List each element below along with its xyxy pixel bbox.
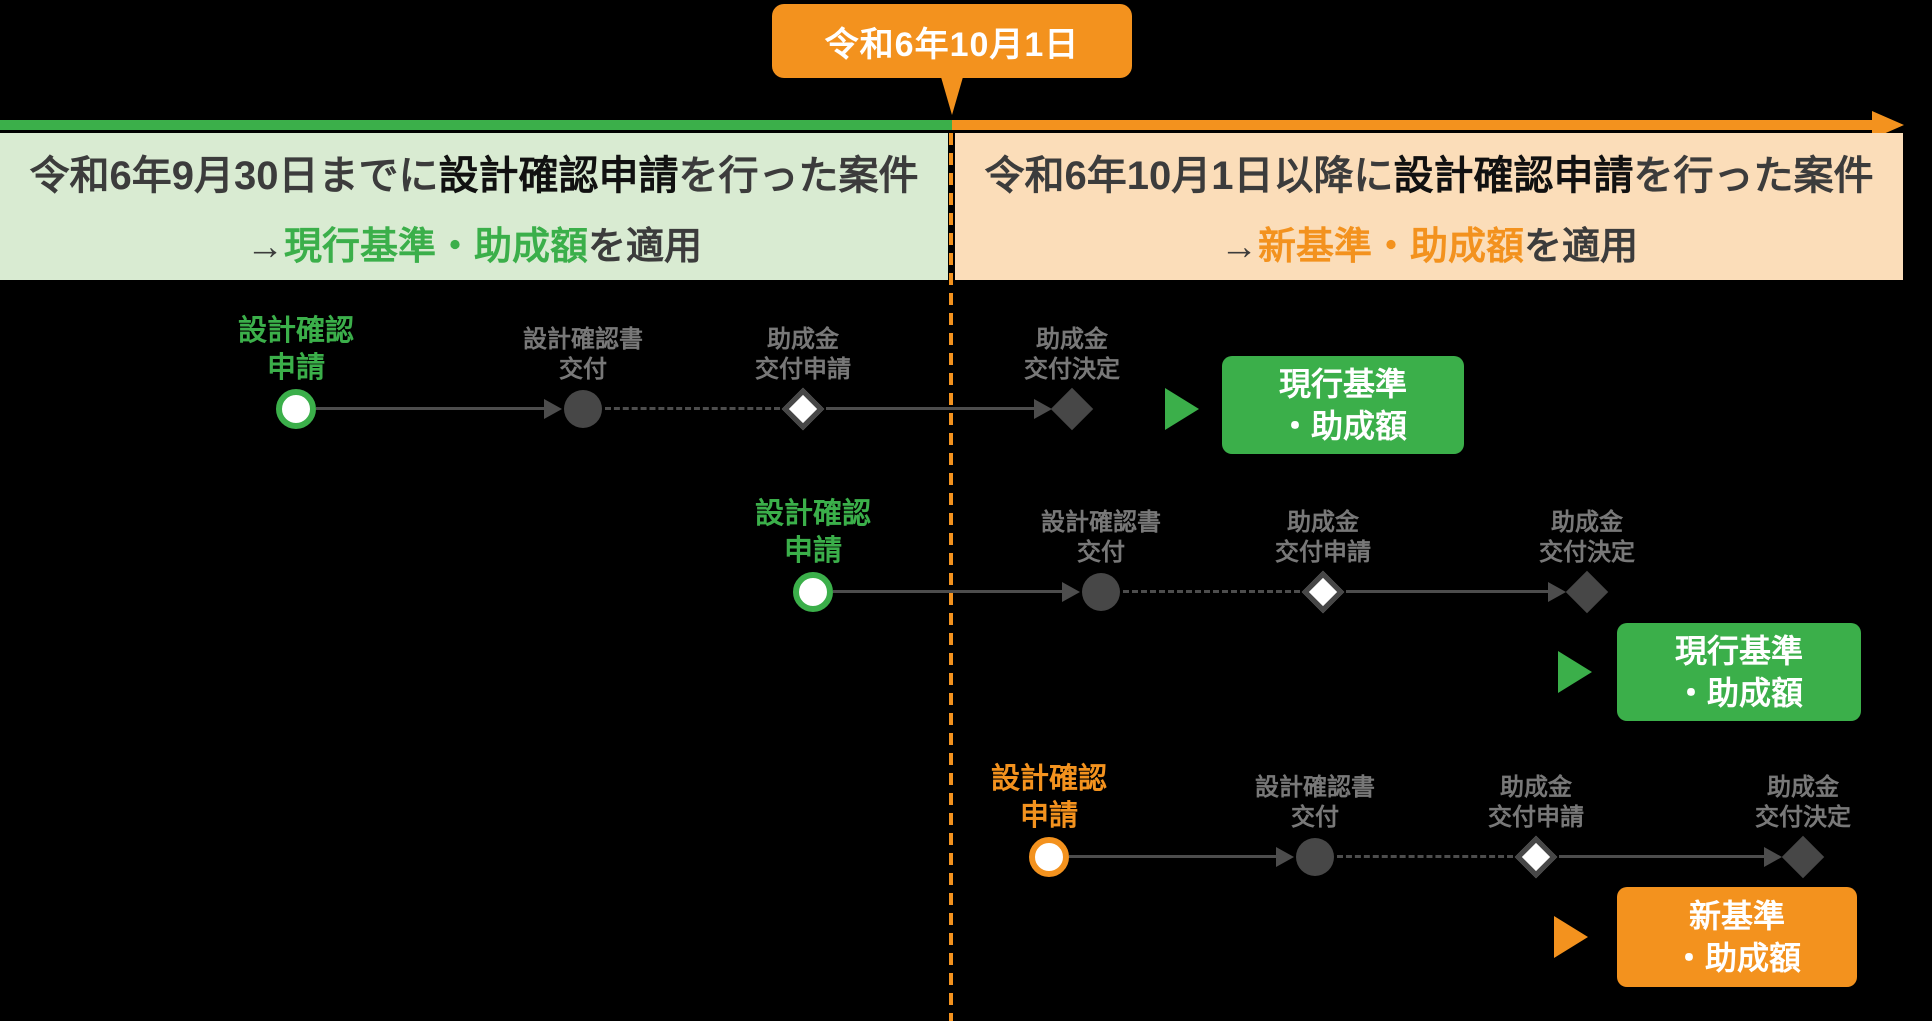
row2-grant-decide-line2: 交付決定 [1539,539,1635,566]
row2-apply-label: 設計確認 申請 [703,496,923,570]
row2-apply-circle-icon [793,572,833,612]
row3-connector-2 [1337,855,1513,858]
row2-issue-circle-icon [1082,573,1120,611]
row2-connector-1-arrow-icon [1062,582,1080,602]
row3-apply-label: 設計確認 申請 [939,761,1159,835]
row1-grant-decide-line1: 助成金 [1036,326,1108,353]
before-result-arrow: → [245,226,284,268]
row3-grant-apply-line1: 助成金 [1500,774,1572,801]
row3-connector-1 [1069,855,1276,858]
before-period-band: 令和6年9月30日までに設計確認申請を行った案件 →現行基準・助成額を適用 [0,133,948,280]
row1-issue-line1: 設計確認書 [523,326,643,353]
row3-result-line2: ・助成額 [1672,940,1801,976]
row1-issue-label: 設計確認書 交付 [473,325,693,385]
row3-issue-label: 設計確認書 交付 [1205,773,1425,833]
row2-result-line1: 現行基準 [1674,633,1803,669]
row3-apply-line2: 申請 [1019,800,1078,832]
row1-apply-label: 設計確認 申請 [186,313,406,387]
row2-grant-decide-label: 助成金 交付決定 [1477,508,1697,568]
cutover-date-pointer-icon [941,77,963,115]
row1-result-box: 現行基準 ・助成額 [1222,356,1464,454]
before-condition-prefix: 令和6年9月30日までに [29,154,439,198]
row1-connector-3 [826,407,1034,410]
row1-grant-apply-label: 助成金 交付申請 [693,325,913,385]
row2-connector-3 [1346,590,1548,593]
row3-connector-3 [1559,855,1764,858]
row1-connector-3-arrow-icon [1034,399,1052,419]
row1-issue-circle-icon [564,390,602,428]
row1-grant-decide-label: 助成金 交付決定 [962,325,1182,385]
row3-issue-circle-icon [1296,838,1334,876]
row1-grant-apply-line1: 助成金 [767,326,839,353]
after-result-arrow: → [1219,226,1258,268]
row1-grant-decide-diamond-icon [1050,387,1094,431]
after-result-strong: 新基準・助成額 [1257,226,1524,268]
row1-result-line2: ・助成額 [1278,408,1407,444]
before-result-strong: 現行基準・助成額 [283,226,588,268]
row2-result-arrow-icon [1558,651,1592,693]
row1-apply-line2: 申請 [266,352,325,384]
row3-issue-line2: 交付 [1291,804,1339,831]
row1-connector-2 [605,407,780,410]
row3-grant-decide-label: 助成金 交付決定 [1693,773,1913,833]
row2-grant-decide-line1: 助成金 [1551,509,1623,536]
row3-grant-apply-diamond-icon [1514,835,1558,879]
row3-apply-circle-icon [1029,837,1069,877]
row1-issue-line2: 交付 [559,356,607,383]
timeline-axis-before-segment [0,120,952,130]
row3-result-line1: 新基準 [1688,898,1785,934]
row2-apply-line1: 設計確認 [754,498,871,530]
row1-apply-line1: 設計確認 [237,315,354,347]
row1-result-arrow-icon [1165,388,1199,430]
row3-issue-line1: 設計確認書 [1255,774,1375,801]
before-condition-suffix: を行った案件 [678,154,919,198]
row2-connector-1 [833,590,1062,593]
after-period-condition: 令和6年10月1日以降に設計確認申請を行った案件 [985,143,1874,201]
before-condition-strong: 設計確認申請 [438,154,679,198]
cutover-dashed-divider [949,133,953,1021]
row2-connector-3-arrow-icon [1548,582,1566,602]
row3-grant-apply-label: 助成金 交付申請 [1426,773,1646,833]
row3-apply-line1: 設計確認 [990,763,1107,795]
row1-result-line1: 現行基準 [1278,366,1407,402]
row2-connector-2 [1123,590,1300,593]
after-condition-strong: 設計確認申請 [1393,154,1634,198]
row1-grant-decide-line2: 交付決定 [1024,356,1120,383]
timeline-axis-after-segment [952,120,1872,130]
before-period-condition: 令和6年9月30日までに設計確認申請を行った案件 [30,143,919,201]
row2-issue-label: 設計確認書 交付 [991,508,1211,568]
after-condition-prefix: 令和6年10月1日以降に [984,154,1394,198]
row2-result-box: 現行基準 ・助成額 [1617,623,1861,721]
row2-grant-apply-line2: 交付申請 [1275,539,1371,566]
after-condition-suffix: を行った案件 [1633,154,1874,198]
row3-grant-decide-diamond-icon [1781,835,1825,879]
row2-grant-apply-label: 助成金 交付申請 [1213,508,1433,568]
row3-grant-decide-line2: 交付決定 [1755,804,1851,831]
row2-grant-apply-diamond-icon [1301,570,1345,614]
after-period-result: →新基準・助成額を適用 [1220,215,1638,270]
row2-grant-decide-diamond-icon [1565,570,1609,614]
row3-result-box: 新基準 ・助成額 [1617,887,1857,987]
row3-grant-apply-line2: 交付申請 [1488,804,1584,831]
row3-grant-decide-line1: 助成金 [1767,774,1839,801]
before-result-suffix: を適用 [588,226,703,268]
row3-connector-3-arrow-icon [1764,847,1782,867]
row2-issue-line2: 交付 [1077,539,1125,566]
row2-result-line2: ・助成額 [1674,675,1803,711]
row1-connector-1 [316,407,544,410]
row1-grant-apply-diamond-icon [781,387,825,431]
row2-issue-line1: 設計確認書 [1041,509,1161,536]
after-period-band: 令和6年10月1日以降に設計確認申請を行った案件 →新基準・助成額を適用 [955,133,1903,280]
row3-result-arrow-icon [1554,916,1588,958]
row3-connector-1-arrow-icon [1276,847,1294,867]
row1-connector-1-arrow-icon [544,399,562,419]
after-result-suffix: を適用 [1524,226,1639,268]
before-period-result: →現行基準・助成額を適用 [246,215,702,270]
row2-apply-line2: 申請 [783,535,842,567]
row1-grant-apply-line2: 交付申請 [755,356,851,383]
row1-apply-circle-icon [276,389,316,429]
cutover-date-badge: 令和6年10月1日 [772,4,1132,78]
row2-grant-apply-line1: 助成金 [1287,509,1359,536]
